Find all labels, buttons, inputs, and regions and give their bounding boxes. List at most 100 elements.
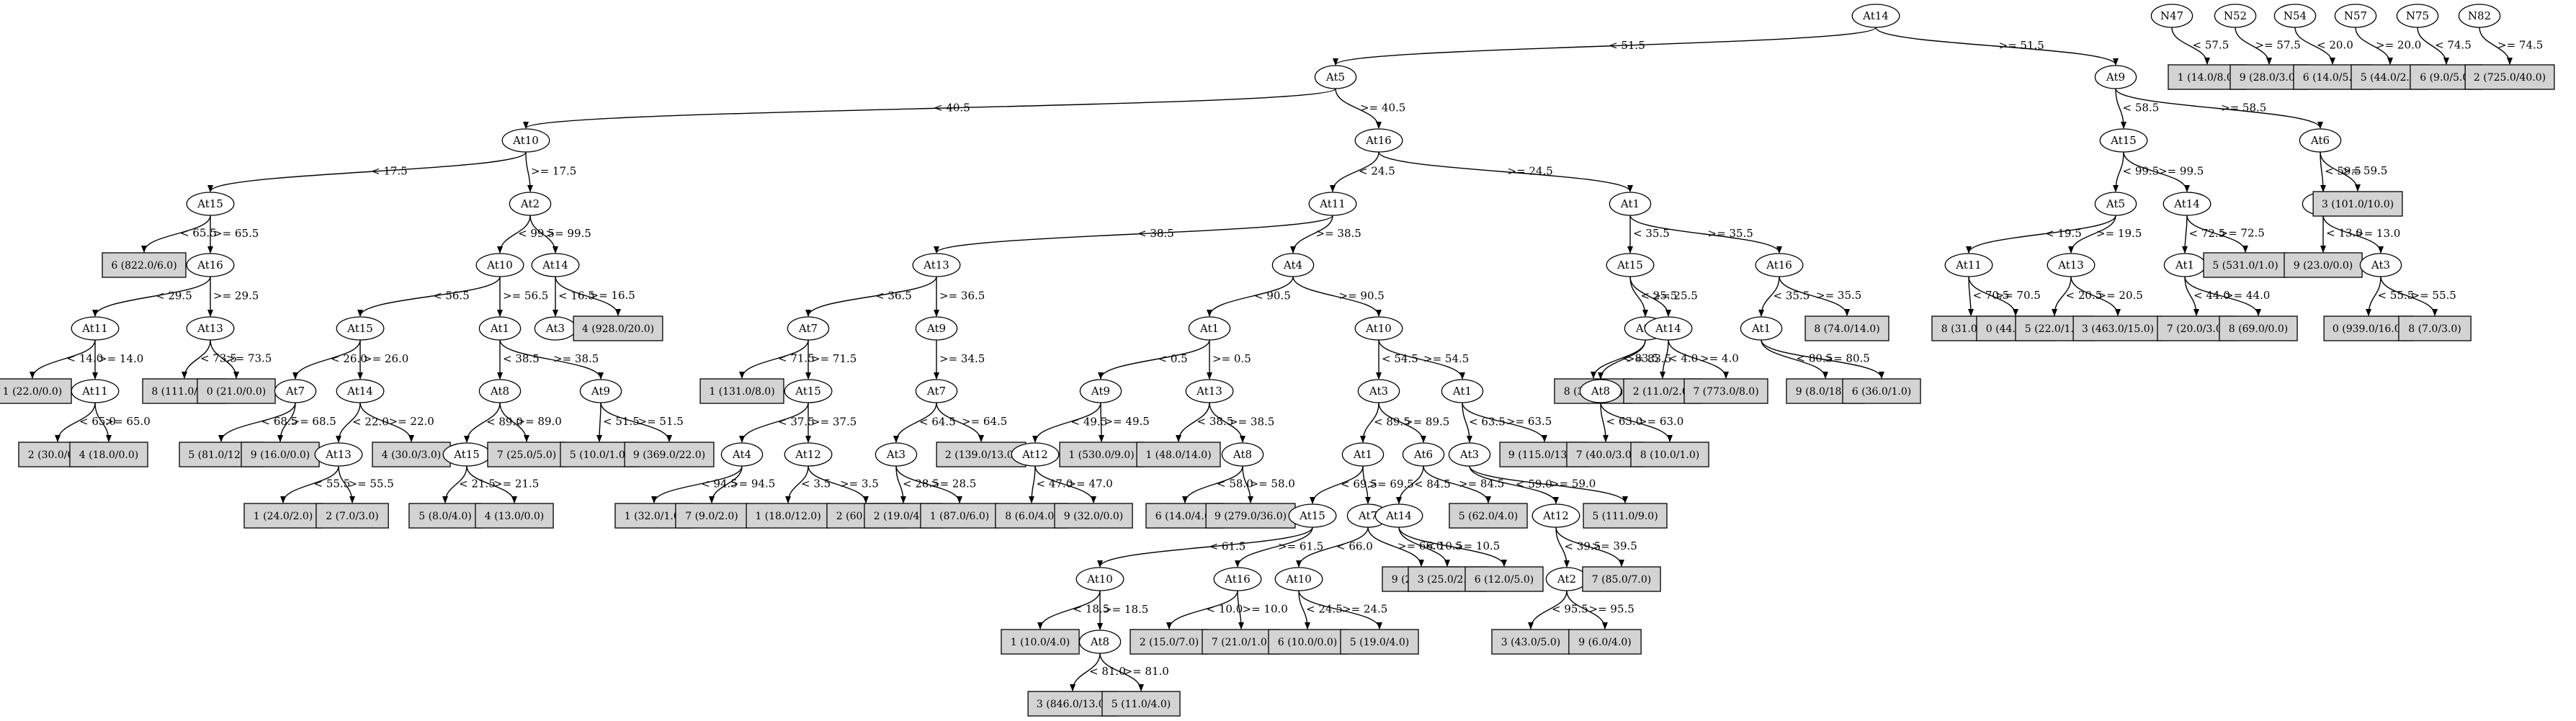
split-ellipse [1308,192,1357,216]
split-ellipse [186,253,235,277]
split-attribute-label: At6 [2310,134,2330,147]
tree-edge [1761,339,1828,379]
leaf-label: 8 (10.0/1.0) [1640,449,1699,461]
tree-edge [934,215,1333,254]
tree-edge [1034,465,1096,503]
edge-condition-label: < 61.5 [1209,540,1246,553]
edge-condition-label: >= 28.5 [931,478,976,491]
leaf-box [2284,252,2363,278]
leaf-label: 2 (725.0/40.0) [2474,72,2546,84]
edge-condition-label: < 38.5 [1197,415,1234,428]
leaf-label: 5 (8.0/4.0) [419,511,472,522]
edge-condition-label: < 58.0 [1217,478,1253,491]
tree-edge [466,465,517,503]
split-ellipse [2359,253,2402,277]
split-attribute-label: At10 [1365,322,1392,335]
tree-edge [1182,465,1243,503]
split-node: At14 [1851,4,1900,28]
edge-condition-label: < 35.5 [1633,227,1670,240]
leaf-label: 9 (23.0/0.0) [2294,260,2353,272]
edge-condition-label: >= 10.0 [1243,603,1288,616]
edge-condition-label: < 20.0 [2317,39,2353,52]
edge-condition-label: >= 24.5 [1342,603,1387,616]
edge-condition-label: < 81.0 [1089,665,1126,678]
tree-edge [1070,653,1101,691]
edge-condition-label: >= 24.5 [1508,165,1553,178]
leaf-label: 9 (115.0/13.0) [1508,449,1580,461]
split-node: At14 [531,253,580,277]
tree-edge [2186,215,2248,253]
tree-edge [30,339,96,379]
leaf-node: 1 (131.0/8.0) [699,378,784,404]
leaf-label: 1 (24.0/2.0) [254,511,313,522]
split-attribute-label: At11 [1319,197,1346,210]
tree-edge [709,465,743,503]
leaf-label: 9 (16.0/0.0) [251,449,310,461]
split-node: At10 [1274,567,1323,591]
edge-condition-label: >= 16.5 [590,289,635,302]
split-node: At4 [720,442,764,467]
split-attribute-label: At15 [1616,259,1643,272]
tree-edge [1469,465,1628,503]
split-attribute-label: At5 [1325,71,1345,84]
edge-condition-label: < 65.5 [180,227,217,240]
edge-condition-label: >= 51.5 [1999,39,2044,52]
tree-edge [1968,276,2018,316]
split-ellipse [186,192,235,216]
split-attribute-label: At4 [732,448,751,461]
leaf-label: 5 (81.0/12.0) [188,449,254,461]
edge-condition-label: >= 59.5 [2342,164,2387,177]
leaf-node: 7 (25.0/5.0) [487,442,566,467]
edge-condition-label: >= 13.0 [2355,227,2400,240]
edge-condition-label: < 40.5 [934,102,970,115]
leaf-label: 5 (111.0/9.0) [1592,511,1658,522]
leaf-label: 3 (101.0/10.0) [2322,199,2394,210]
leaf-label: 4 (30.0/3.0) [382,449,441,461]
edge-condition-label: >= 68.5 [291,415,336,428]
edge-condition-label: < 3.5 [801,478,831,491]
split-node: At11 [71,316,120,341]
leaf-label: 4 (18.0/0.0) [79,449,138,461]
edge-condition-label: < 16.5 [558,290,595,303]
edge-condition-label: < 24.5 [1359,165,1395,178]
edge-condition-label: < 89.5 [1374,416,1410,429]
split-node: At10 [1354,316,1403,341]
tree-edge [2182,215,2188,254]
split-node: N75 [2396,4,2439,28]
tree-edge [1335,88,1382,129]
edge-condition-label: < 21.5 [459,478,496,491]
split-attribute-label: At5 [2106,197,2125,210]
edge-condition-label: >= 35.5 [1708,227,1753,240]
split-ellipse [1579,379,1622,403]
edge-condition-label: >= 71.5 [811,352,857,365]
edge-condition-label: < 63.5 [1469,416,1506,429]
leaf-node: 3 (101.0/10.0) [2312,191,2403,217]
leaf-node: 8 (74.0/14.0) [1804,315,1889,341]
split-ellipse [1221,442,1264,467]
split-node: At10 [475,253,524,277]
split-node: At3 [1448,442,1491,467]
split-node: At10 [1075,567,1124,591]
edge-condition-label: < 20.5 [2066,289,2103,302]
edge-condition-label: < 54.5 [1382,352,1418,365]
tree-edge [1761,339,1884,379]
tree-edge [1528,590,1567,630]
edge-condition-label: >= 35.5 [1816,289,1861,302]
tree-edge [1555,527,1570,568]
split-attribute-label: At15 [453,448,480,461]
split-attribute-label: At9 [1091,385,1110,398]
leaf-label: 1 (14.0/8.0) [2178,72,2237,84]
split-attribute-label: At1 [1751,322,1771,335]
leaf-label: 1 (10.0/4.0) [1011,637,1070,648]
edge-condition-label: < 36.5 [875,290,912,303]
split-ellipse [1078,630,1122,654]
edge-condition-label: < 17.5 [371,165,408,178]
split-ellipse [2163,192,2211,216]
leaf-label: 0 (21.0/0.0) [207,386,266,398]
leaf-box [102,252,187,278]
leaf-node: 5 (111.0/9.0) [1583,503,1668,529]
edge-condition-label: < 59.0 [1516,478,1552,491]
leaf-node: 1 (22.0/0.0) [0,378,72,404]
split-attribute-label: At8 [1090,635,1109,648]
tree-edge [1462,402,1472,443]
